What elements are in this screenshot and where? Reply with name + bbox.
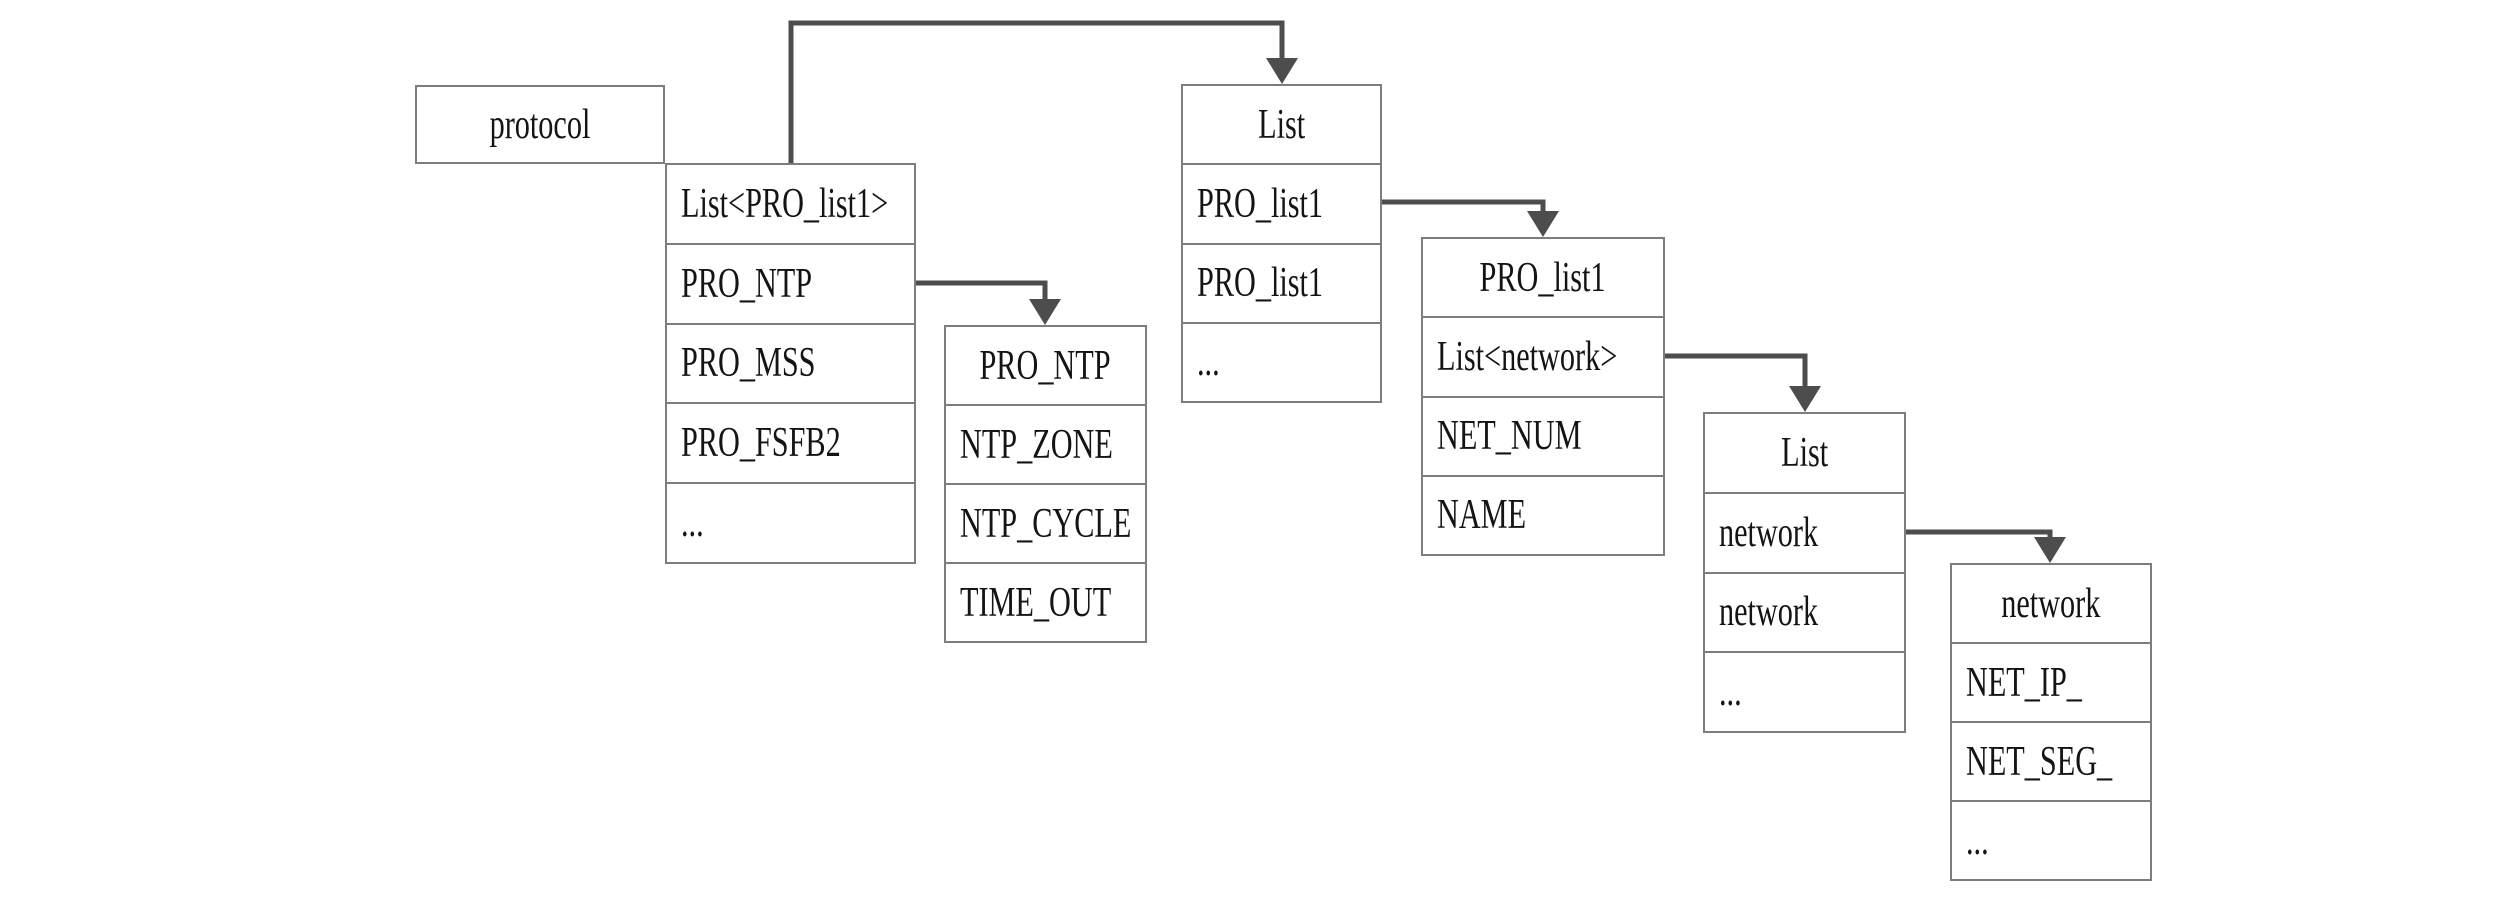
table-row: ... bbox=[1952, 800, 2150, 879]
row-label: ... bbox=[1966, 817, 1989, 864]
row-label: NET_IP_ bbox=[1966, 659, 2082, 706]
row-label: network bbox=[1719, 509, 1819, 556]
row-label: NET_NUM bbox=[1437, 413, 1582, 460]
row-label: PRO_NTP bbox=[681, 260, 813, 307]
table-row: PRO_MSS bbox=[667, 322, 914, 403]
table-title: List bbox=[1780, 429, 1829, 476]
table-row: NTP_ZONE bbox=[946, 404, 1145, 483]
arrow-listnetwork-row-to-list2-table bbox=[1665, 353, 1821, 412]
table-row: protocol bbox=[417, 87, 663, 162]
table-header-row: PRO_NTP bbox=[946, 327, 1145, 404]
arrow-network-row-to-network-table bbox=[1906, 529, 2066, 563]
table-row: List<network> bbox=[1423, 316, 1663, 395]
table-title: List bbox=[1257, 101, 1306, 148]
table-row: PRO_list1 bbox=[1183, 242, 1380, 322]
table-row: ... bbox=[667, 482, 914, 562]
table-header-row: List bbox=[1183, 86, 1380, 163]
table-row: NET_NUM bbox=[1423, 395, 1663, 475]
arrowhead-down-icon bbox=[1029, 299, 1061, 325]
table-title: PRO_list1 bbox=[1479, 254, 1607, 301]
table-title: network bbox=[2001, 580, 2101, 627]
pro-ntp-table: PRO_NTP NTP_ZONE NTP_CYCLE TIME_OUT bbox=[944, 325, 1147, 643]
table-row: ... bbox=[1183, 321, 1380, 401]
table-row: NET_IP_ bbox=[1952, 642, 2150, 721]
arrowhead-down-icon bbox=[1266, 58, 1298, 84]
row-label: List<PRO_list1> bbox=[681, 180, 889, 227]
row-label: List<network> bbox=[1437, 333, 1618, 380]
table-row: network bbox=[1705, 491, 1904, 572]
table-row: NTP_CYCLE bbox=[946, 483, 1145, 562]
row-label: TIME_OUT bbox=[960, 579, 1112, 626]
table-row: TIME_OUT bbox=[946, 562, 1145, 641]
table-row: network bbox=[1705, 571, 1904, 652]
table-row: PRO_list1 bbox=[1183, 163, 1380, 242]
table-row: PRO_NTP bbox=[667, 242, 914, 323]
network-table: network NET_IP_ NET_SEG_ ... bbox=[1950, 563, 2152, 881]
arrowhead-down-icon bbox=[1789, 386, 1821, 412]
table-row: NAME bbox=[1423, 474, 1663, 554]
arrow-prolist1-row-to-prolist1-table bbox=[1382, 199, 1559, 237]
table-row: ... bbox=[1705, 651, 1904, 731]
row-label: ... bbox=[1197, 339, 1220, 386]
protocol-box: protocol bbox=[415, 85, 665, 164]
row-label: PRO_MSS bbox=[681, 340, 816, 387]
row-label: NAME bbox=[1437, 492, 1527, 539]
row-label: ... bbox=[681, 500, 704, 547]
list-table-1: List PRO_list1 PRO_list1 ... bbox=[1181, 84, 1382, 403]
arrowhead-down-icon bbox=[2034, 537, 2066, 563]
arrowhead-down-icon bbox=[1527, 211, 1559, 237]
table-header-row: PRO_list1 bbox=[1423, 239, 1663, 316]
table-row: List<PRO_list1> bbox=[667, 165, 914, 243]
table-header-row: network bbox=[1952, 565, 2150, 642]
table-row: NET_SEG_ bbox=[1952, 721, 2150, 800]
protocol-fields-table: List<PRO_list1> PRO_NTP PRO_MSS PRO_FSFB… bbox=[665, 163, 916, 564]
table-header-row: List bbox=[1705, 414, 1904, 492]
row-label: NET_SEG_ bbox=[1966, 738, 2113, 785]
pro-list1-table: PRO_list1 List<network> NET_NUM NAME bbox=[1421, 237, 1665, 556]
row-label: PRO_list1 bbox=[1197, 180, 1324, 227]
row-label: PRO_list1 bbox=[1197, 260, 1324, 307]
row-label: NTP_CYCLE bbox=[960, 500, 1132, 547]
row-label: NTP_ZONE bbox=[960, 421, 1113, 468]
arrow-prontp-row-to-prontp-table bbox=[916, 280, 1061, 325]
list-table-2: List network network ... bbox=[1703, 412, 1906, 733]
row-label: PRO_FSFB2 bbox=[681, 420, 841, 467]
row-label: ... bbox=[1719, 669, 1742, 716]
row-label: network bbox=[1719, 589, 1819, 636]
protocol-label: protocol bbox=[489, 101, 591, 148]
table-title: PRO_NTP bbox=[979, 342, 1112, 389]
table-row: PRO_FSFB2 bbox=[667, 402, 914, 482]
